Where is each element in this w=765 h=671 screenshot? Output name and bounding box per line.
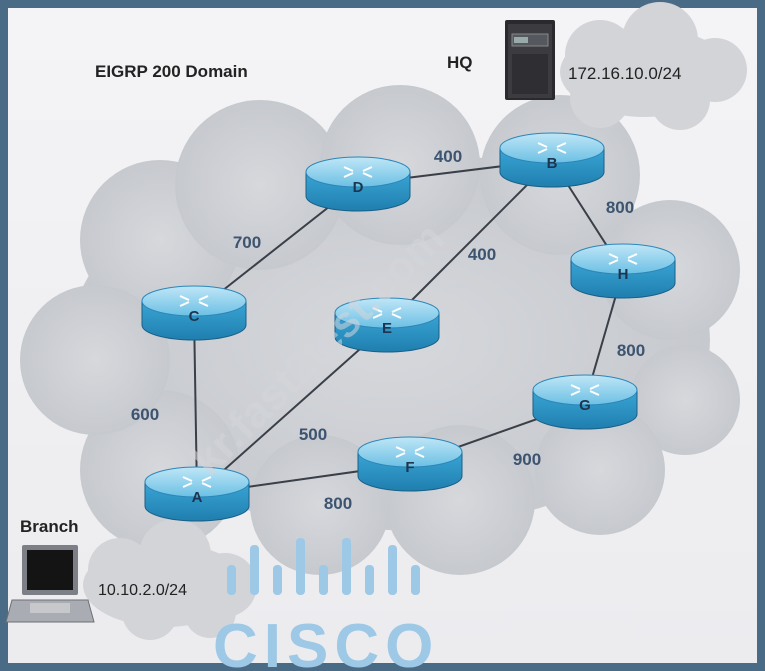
router-arrows-icon bbox=[343, 166, 373, 178]
costs-layer: 600 700 400 400 500 800 800 900 800 bbox=[131, 147, 645, 513]
link-cost-b-h: 800 bbox=[606, 198, 634, 217]
router-a: A bbox=[144, 466, 250, 522]
routers-layer: A B C D E F G H bbox=[141, 132, 676, 522]
cisco-wordmark: CISCO bbox=[213, 612, 439, 671]
router-arrows-icon bbox=[570, 384, 600, 396]
router-label-g: G bbox=[579, 397, 591, 414]
hq-label: HQ bbox=[447, 53, 473, 72]
link-cost-e-a: 500 bbox=[299, 425, 327, 444]
laptop-icon bbox=[5, 545, 95, 623]
router-f: F bbox=[357, 436, 463, 492]
link-cost-b-e: 400 bbox=[468, 245, 496, 264]
router-arrows-icon bbox=[372, 307, 402, 319]
router-arrows-icon bbox=[182, 476, 212, 488]
router-label-h: H bbox=[618, 266, 629, 283]
router-arrows-icon bbox=[608, 253, 638, 265]
hq-subnet: 172.16.10.0/24 bbox=[568, 64, 681, 83]
router-b: B bbox=[499, 132, 605, 188]
router-label-e: E bbox=[382, 320, 392, 337]
router-arrows-icon bbox=[395, 446, 425, 458]
router-c: C bbox=[141, 285, 247, 341]
hq-cloud bbox=[560, 2, 747, 130]
router-label-f: F bbox=[405, 459, 414, 476]
router-label-a: A bbox=[192, 489, 203, 506]
router-arrows-icon bbox=[537, 142, 567, 154]
branch-label: Branch bbox=[20, 517, 79, 536]
link-cost-h-g: 800 bbox=[617, 341, 645, 360]
link-cost-a-c: 600 bbox=[131, 405, 159, 424]
link-cost-f-a: 800 bbox=[324, 494, 352, 513]
router-d: D bbox=[305, 156, 411, 212]
server-icon bbox=[505, 20, 555, 100]
router-h: H bbox=[570, 243, 676, 299]
router-label-d: D bbox=[353, 179, 364, 196]
router-label-c: C bbox=[189, 308, 200, 325]
link-cost-c-d: 700 bbox=[233, 233, 261, 252]
link-b-e bbox=[386, 159, 553, 326]
link-a-c bbox=[193, 312, 198, 495]
cisco-logo: CISCO bbox=[213, 538, 439, 671]
link-cost-d-b: 400 bbox=[434, 147, 462, 166]
router-label-b: B bbox=[547, 155, 558, 172]
branch-cloud bbox=[83, 519, 257, 640]
branch-subnet: 10.10.2.0/24 bbox=[98, 582, 187, 599]
link-cost-g-f: 900 bbox=[513, 450, 541, 469]
domain-title: EIGRP 200 Domain bbox=[95, 62, 248, 81]
router-arrows-icon bbox=[179, 295, 209, 307]
link-e-a bbox=[196, 324, 388, 495]
router-e: E bbox=[334, 297, 440, 353]
router-g: G bbox=[532, 374, 638, 430]
